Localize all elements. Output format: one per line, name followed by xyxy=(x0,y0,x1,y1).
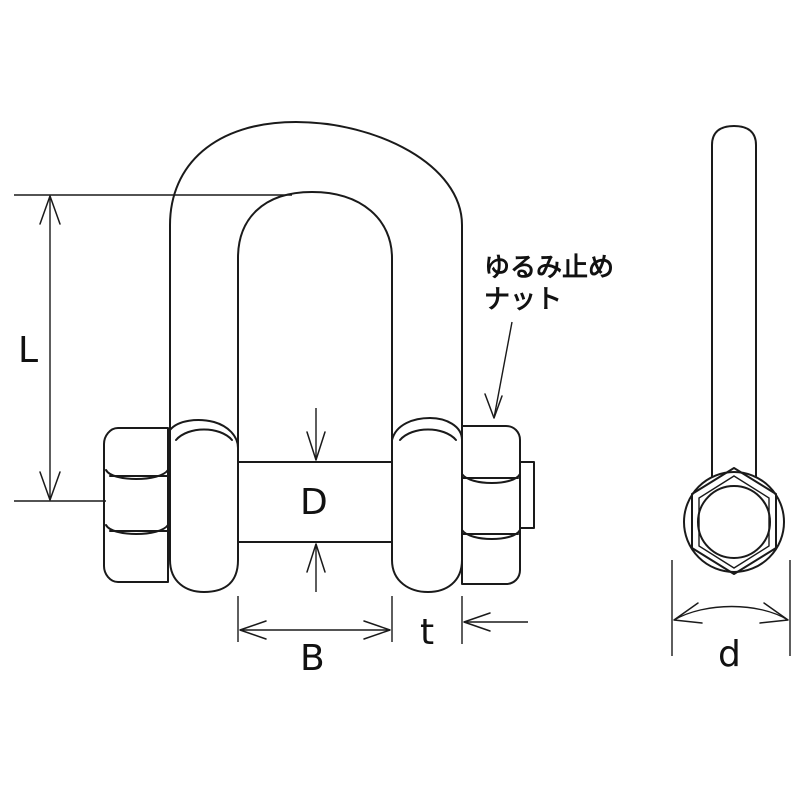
shackle-side-view xyxy=(683,125,785,575)
dimension-t xyxy=(461,596,528,644)
note-lock-nut-line1: ゆるみ止め xyxy=(484,253,614,283)
note-leader xyxy=(484,321,513,419)
label-d: D xyxy=(300,482,328,523)
label-b: B xyxy=(300,638,325,679)
right-eye xyxy=(391,417,463,593)
left-hex-head xyxy=(103,427,169,583)
label-d-side: d xyxy=(718,634,741,675)
shackle-bow xyxy=(169,121,463,471)
dimension-d-side xyxy=(671,560,791,656)
dimension-l xyxy=(14,194,292,502)
label-l: L xyxy=(18,330,38,371)
dimension-b xyxy=(237,596,393,642)
dimension-d xyxy=(306,408,326,592)
lock-nut xyxy=(461,425,521,585)
label-t: t xyxy=(420,612,434,653)
note-lock-nut-line2: ナット xyxy=(484,285,562,315)
left-eye xyxy=(169,419,239,593)
